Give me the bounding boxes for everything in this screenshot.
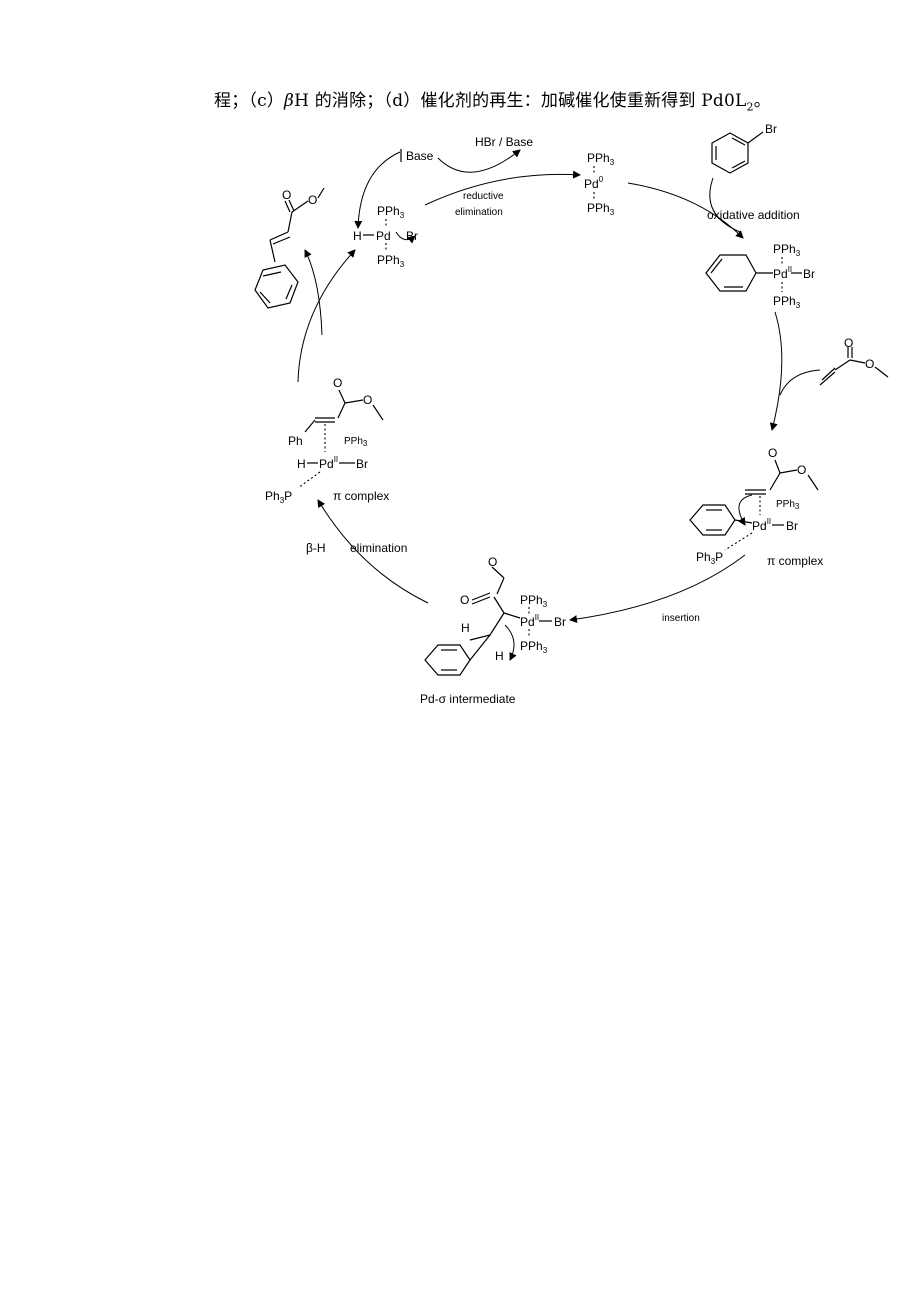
svg-text:Ph: Ph (288, 434, 303, 448)
svg-text:Br: Br (765, 122, 777, 136)
svg-text:PdII: PdII (752, 517, 771, 533)
pi-complex-left: O O Ph PPh3 H PdII Br Ph3P (265, 376, 384, 505)
svg-text:O: O (797, 463, 806, 477)
label-insertion: insertion (662, 613, 700, 624)
label-elimination: elimination (455, 207, 503, 218)
intro-suffix: 。 (753, 91, 771, 111)
arrow-product-release (304, 249, 323, 336)
intro-beta: β (284, 91, 295, 111)
heck-catalytic-cycle-diagram: HBr / Base Base reductive elimination PP… (254, 122, 889, 706)
intro-subscript: 2 (746, 100, 754, 114)
svg-text:PPh3: PPh3 (520, 593, 548, 609)
svg-text:H: H (495, 649, 504, 663)
arrow-acrylate-in (779, 369, 821, 396)
svg-text:Br: Br (554, 615, 566, 629)
svg-text:PPh3: PPh3 (377, 204, 405, 220)
intro-body: H 的消除；（d）催化剂的再生：加碱催化使重新得到 Pd0L (294, 91, 747, 111)
label-hbr-base: HBr / Base (475, 135, 533, 149)
svg-text:PPh3: PPh3 (587, 151, 615, 167)
svg-text:Ph3P: Ph3P (696, 550, 723, 566)
svg-text:O: O (308, 193, 317, 207)
arrow-product-out (297, 249, 356, 383)
svg-text:O: O (865, 357, 874, 371)
svg-text:PPh3: PPh3 (773, 242, 801, 258)
svg-text:Pd: Pd (376, 229, 391, 243)
arrow-beta-h-elimination (317, 499, 429, 604)
pi-complex-right: O O PPh3 PdII Br Ph3P (689, 446, 819, 566)
svg-text:PPh3: PPh3 (520, 639, 548, 655)
label-beta-elimination: elimination (350, 541, 407, 555)
svg-text:Ph3P: Ph3P (265, 489, 292, 505)
hydrido-pd-complex: PPh3 H Pd Br PPh3 (353, 204, 418, 269)
svg-text:PPh3: PPh3 (587, 201, 615, 217)
label-pi-complex-right: π complex (767, 554, 823, 568)
arrow-to-pi-complex (769, 311, 783, 431)
svg-text:O: O (363, 393, 372, 407)
label-reductive: reductive (463, 191, 504, 202)
arrow-reductive-elimination (424, 170, 581, 206)
svg-text:Br: Br (786, 519, 798, 533)
svg-text:O: O (460, 593, 469, 607)
svg-text:Pd0: Pd0 (584, 175, 604, 191)
svg-text:O: O (333, 376, 342, 390)
svg-text:PPh3: PPh3 (344, 436, 368, 448)
svg-text:Br: Br (803, 267, 815, 281)
svg-text:O: O (844, 336, 853, 350)
svg-text:PPh3: PPh3 (776, 499, 800, 511)
svg-text:H: H (461, 621, 470, 635)
intro-prefix: 程；（c） (214, 91, 285, 111)
arrow-insertion (569, 554, 746, 624)
arrow-arbr-in (709, 177, 741, 233)
svg-text:PPh3: PPh3 (773, 294, 801, 310)
arrow-hbr-base-out (437, 149, 521, 173)
intro-text-line: 程；（c）βH 的消除；（d）催化剂的再生：加碱催化使重新得到 Pd0L2。 (214, 86, 771, 113)
svg-text:PdII: PdII (773, 265, 792, 281)
svg-text:O: O (488, 555, 497, 569)
label-base: Base (406, 149, 434, 163)
methyl-cinnamate-product: O O (254, 187, 325, 309)
svg-text:H: H (297, 457, 306, 471)
svg-text:O: O (768, 446, 777, 460)
svg-text:Br: Br (406, 229, 418, 243)
svg-text:H: H (353, 229, 362, 243)
bromobenzene: Br (711, 122, 777, 174)
svg-text:PdII: PdII (520, 613, 539, 629)
label-pd-sigma-intermediate: Pd-σ intermediate (420, 692, 516, 706)
svg-text:PPh3: PPh3 (377, 253, 405, 269)
pd0-complex: PPh3 Pd0 PPh3 (584, 151, 615, 217)
svg-text:PdII: PdII (319, 455, 338, 471)
label-oxidative-addition: oxidative addition (707, 208, 800, 222)
methyl-acrylate: O O (819, 336, 889, 386)
label-pi-complex-left: π complex (333, 489, 389, 503)
pd-sigma-complex: O O H H PPh3 PdII Br PPh3 (424, 555, 566, 676)
arrow-base-in (354, 151, 401, 229)
aryl-pd-ii-complex: PPh3 PdII Br PPh3 (705, 242, 815, 310)
svg-text:Br: Br (356, 457, 368, 471)
label-beta-h: β-H (306, 541, 326, 555)
svg-text:O: O (282, 188, 291, 202)
